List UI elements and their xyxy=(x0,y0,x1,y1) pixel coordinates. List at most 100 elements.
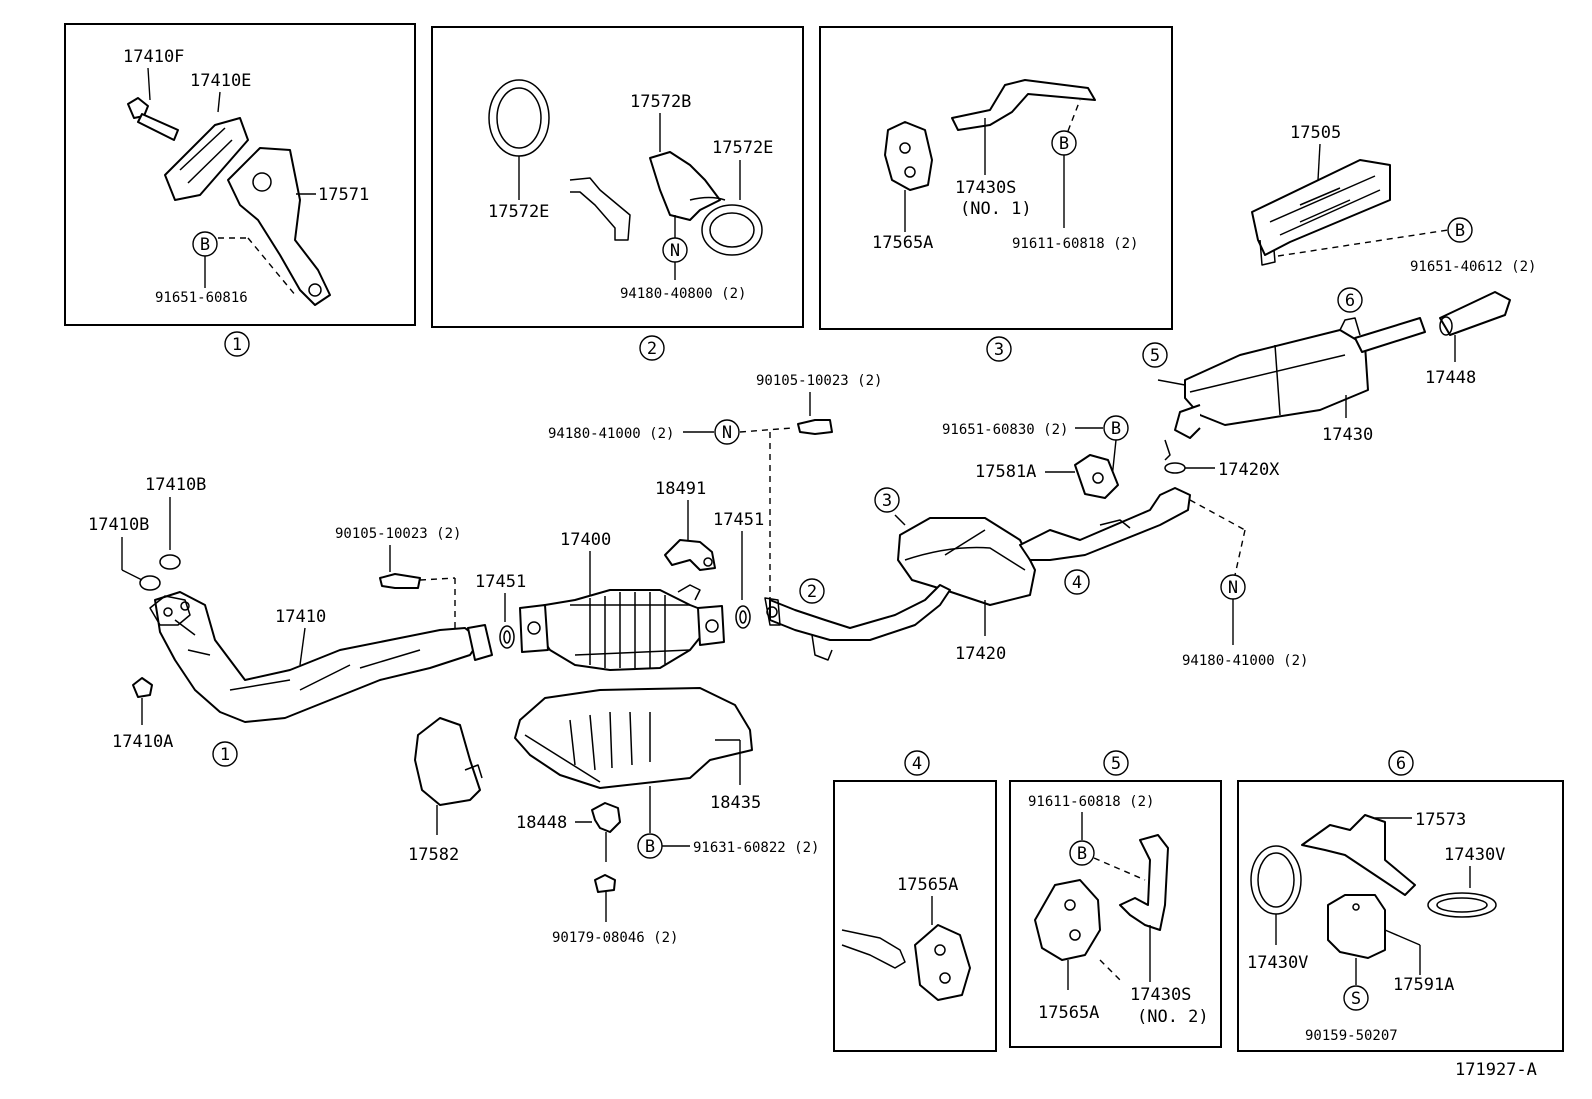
svg-text:91651-40612 (2): 91651-40612 (2) xyxy=(1410,259,1536,275)
svg-text:3: 3 xyxy=(994,340,1004,360)
svg-text:91631-60822 (2): 91631-60822 (2) xyxy=(693,840,819,856)
svg-text:B: B xyxy=(645,837,655,857)
svg-text:18448: 18448 xyxy=(516,813,567,833)
bracket-17573 xyxy=(1301,814,1416,896)
nut-17410a xyxy=(132,677,153,698)
hanger-17565a-inset3 xyxy=(884,121,933,191)
svg-text:17410E: 17410E xyxy=(190,71,251,91)
inset-2-parts: 17572E 17572B 17572E N 94180-40800 (2) xyxy=(488,79,773,302)
svg-text:B: B xyxy=(1455,221,1465,241)
svg-text:17420X: 17420X xyxy=(1218,460,1280,480)
main-muffler-17430: 17448 6 17430 5 17420X xyxy=(1142,287,1511,480)
bolt-90105-top xyxy=(797,419,833,435)
gasket-17420x xyxy=(1164,462,1186,474)
hanger-17565a-inset5 xyxy=(1034,879,1101,961)
hanger-17581a xyxy=(1074,454,1119,499)
heat-shield-17505: 17505 B 91651-40612 (2) xyxy=(1251,123,1536,275)
svg-text:90105-10023 (2): 90105-10023 (2) xyxy=(756,373,882,389)
svg-text:N: N xyxy=(722,423,732,443)
catalytic-converter-17400: 17400 xyxy=(519,530,725,671)
inset-5-parts: 91611-60818 (2) B 17430S (NO. 2) 17565A xyxy=(1028,794,1209,1027)
bracket-18491: 18491 xyxy=(655,479,716,571)
svg-text:1: 1 xyxy=(220,745,230,765)
svg-text:2: 2 xyxy=(807,582,817,602)
svg-text:(NO. 2): (NO. 2) xyxy=(1137,1007,1209,1027)
inset-marker-5: 5 xyxy=(1103,750,1129,776)
svg-text:17430S: 17430S xyxy=(955,178,1016,198)
svg-text:90105-10023 (2): 90105-10023 (2) xyxy=(335,526,461,542)
svg-text:1: 1 xyxy=(232,335,242,355)
svg-text:17505: 17505 xyxy=(1290,123,1341,143)
svg-text:17410B: 17410B xyxy=(145,475,206,495)
svg-text:B: B xyxy=(1077,844,1087,864)
bracket-17430s-no2 xyxy=(1119,834,1169,931)
inset-3-parts: 17565A 17430S (NO. 1) B 91611-60818 (2) xyxy=(872,79,1138,253)
heat-insulator-18435: 18435 B 91631-60822 (2) xyxy=(514,687,819,859)
inset-marker-2: 2 xyxy=(639,335,665,361)
svg-text:17430S: 17430S xyxy=(1130,985,1191,1005)
svg-text:2: 2 xyxy=(647,339,657,359)
svg-text:17565A: 17565A xyxy=(897,875,958,895)
svg-text:17572E: 17572E xyxy=(488,202,549,222)
svg-text:91611-60818 (2): 91611-60818 (2) xyxy=(1028,794,1154,810)
gasket-17451-right: 17451 xyxy=(713,510,764,629)
inset-marker-4: 4 xyxy=(904,750,930,776)
svg-text:17451: 17451 xyxy=(713,510,764,530)
svg-text:17591A: 17591A xyxy=(1393,975,1454,995)
drawing-id: 171927-A xyxy=(1455,1060,1537,1080)
svg-text:6: 6 xyxy=(1396,754,1406,774)
svg-text:B: B xyxy=(1059,134,1069,154)
svg-text:18435: 18435 xyxy=(710,793,761,813)
inset-box-4 xyxy=(833,780,997,1052)
svg-text:17565A: 17565A xyxy=(872,233,933,253)
clamp-17410e xyxy=(164,117,249,201)
bolt-90105-front xyxy=(379,573,421,589)
svg-text:17581A: 17581A xyxy=(975,462,1036,482)
svg-text:17410: 17410 xyxy=(275,607,326,627)
gasket-17410b-lower xyxy=(139,575,161,591)
svg-text:94180-40800 (2): 94180-40800 (2) xyxy=(620,286,746,302)
svg-text:17451: 17451 xyxy=(475,572,526,592)
bracket-17571 xyxy=(227,147,331,306)
svg-text:17572E: 17572E xyxy=(712,138,773,158)
svg-text:18491: 18491 xyxy=(655,479,706,499)
inset-6-parts: 17573 17430V 17430V 17591A S 90159-50207 xyxy=(1247,810,1505,1044)
svg-text:90159-50207: 90159-50207 xyxy=(1305,1028,1398,1044)
hanger-17572b xyxy=(649,151,721,221)
svg-text:17400: 17400 xyxy=(560,530,611,550)
svg-text:5: 5 xyxy=(1111,754,1121,774)
inset-marker-1: 1 xyxy=(224,331,250,357)
svg-text:6: 6 xyxy=(1345,291,1355,311)
svg-text:17430V: 17430V xyxy=(1444,845,1505,865)
inset-box-3 xyxy=(819,26,1173,330)
svg-text:17572B: 17572B xyxy=(630,92,691,112)
heat-insulator-17582: 17582 xyxy=(408,717,483,865)
tailpipe-17448 xyxy=(1439,291,1511,336)
gasket-17430v-right xyxy=(1427,892,1497,918)
svg-text:91611-60818 (2): 91611-60818 (2) xyxy=(1012,236,1138,252)
inset-box-5 xyxy=(1009,780,1222,1048)
inset-box-6 xyxy=(1237,780,1564,1052)
center-pipe-17420: 91651-60830 (2) B 17581A 3 17420 4 2 xyxy=(764,415,1308,669)
front-joint-hardware: 90105-10023 (2) 94180-41000 (2) N xyxy=(548,373,882,598)
svg-text:17420: 17420 xyxy=(955,644,1006,664)
svg-text:91651-60816: 91651-60816 xyxy=(155,290,248,306)
svg-text:17430V: 17430V xyxy=(1247,953,1308,973)
inset-box-2 xyxy=(431,26,804,328)
svg-text:N: N xyxy=(670,241,680,261)
svg-text:17573: 17573 xyxy=(1415,810,1466,830)
inset-1-parts: 17410F 17410E 17571 B 91651-60816 xyxy=(123,47,369,306)
svg-text:4: 4 xyxy=(1072,573,1082,593)
svg-text:B: B xyxy=(200,235,210,255)
bracket-17430s-no1 xyxy=(951,79,1096,131)
hanger-17591a xyxy=(1327,894,1386,959)
svg-text:S: S xyxy=(1351,989,1361,1009)
inset-marker-3: 3 xyxy=(986,336,1012,362)
svg-text:94180-41000 (2): 94180-41000 (2) xyxy=(548,426,674,442)
svg-text:17571: 17571 xyxy=(318,185,369,205)
svg-text:(NO. 1): (NO. 1) xyxy=(960,199,1032,219)
svg-text:17582: 17582 xyxy=(408,845,459,865)
bolt-17410f xyxy=(127,97,179,141)
inset-marker-6: 6 xyxy=(1388,750,1414,776)
svg-text:B: B xyxy=(1111,419,1121,439)
